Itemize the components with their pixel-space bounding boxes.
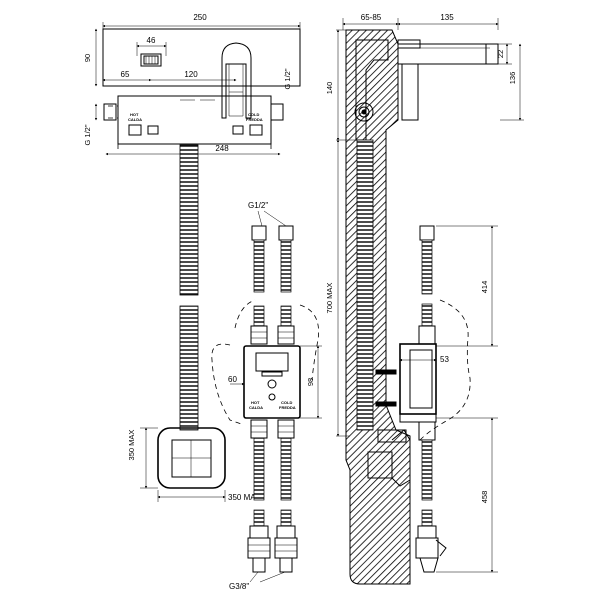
spout-front	[221, 42, 252, 119]
conduit-hose-lower	[179, 305, 199, 431]
valve-knob	[268, 393, 276, 401]
thread-label-top: G1/2"	[248, 201, 268, 210]
side-height-700-label: 700 MAX	[325, 283, 334, 314]
side-dist-414-label: 414	[480, 281, 489, 294]
side-height-140-label: 140	[325, 82, 334, 95]
side-mixing-valve	[367, 343, 437, 487]
control-knob	[140, 53, 162, 67]
side-conduit	[356, 139, 374, 431]
dim-label-46: 46	[147, 36, 156, 45]
niche-box: 350 MAX 350 MAX	[127, 427, 262, 502]
front-view: 250 90 46 65 120	[83, 13, 301, 431]
dim-label-90: 90	[83, 54, 92, 62]
valve-indicator	[267, 379, 277, 389]
valve-height-label: 98	[306, 378, 315, 386]
valve-hot-label-2: CALDA	[249, 405, 263, 410]
dim-label-65: 65	[121, 70, 130, 79]
side-valve-depth-label: 53	[440, 355, 449, 364]
side-niche-dashed	[419, 299, 471, 441]
side-valve-fitting	[354, 102, 374, 122]
body-hot-label-1: HOT	[130, 112, 139, 117]
lower-hoses	[247, 419, 298, 573]
valve-view: G1/2" HOT CALDA COLD FREDDA	[211, 201, 322, 591]
concealed-body: HOT CALDA COLD FREDDA	[103, 95, 284, 152]
dim-label-120: 120	[184, 70, 198, 79]
niche-height-label: 350 MAX	[127, 430, 136, 461]
valve-cold-label-2: FREDDA	[279, 405, 296, 410]
valve-cold-label-1: COLD	[281, 400, 292, 405]
niche-width-label: 350 MAX	[228, 493, 262, 502]
body-cold-label-1: COLD	[248, 112, 259, 117]
side-view: 65-85 135 22 136	[325, 13, 524, 585]
dimension-90: 90	[83, 28, 98, 87]
wall-plate	[102, 28, 301, 87]
dimension-65-120: 65 120	[102, 70, 237, 82]
dimension-g12-left: G 1/2"	[83, 103, 98, 146]
upper-hoses	[250, 225, 295, 345]
dim-label-250: 250	[193, 13, 207, 22]
side-wall-depth-label: 65-85	[361, 13, 382, 22]
side-spout-drop-label: 136	[508, 72, 517, 85]
valve-display	[255, 352, 289, 372]
side-spout-height-label: 22	[496, 50, 505, 58]
valve-hot-label-1: HOT	[251, 400, 260, 405]
valve-width-label: 60	[228, 375, 237, 384]
thread-label-right: G 1/2"	[283, 68, 292, 89]
side-hoses	[415, 225, 447, 573]
side-spout-length-label: 135	[440, 13, 454, 22]
conduit-hose-upper	[179, 144, 199, 296]
dim-label-248: 248	[215, 144, 229, 153]
dimension-46: 46	[136, 36, 167, 56]
thread-label-left: G 1/2"	[83, 124, 92, 145]
body-hot-label-2: CALDA	[128, 117, 142, 122]
dimension-250: 250	[102, 13, 301, 30]
body-cold-label-2: FREDDA	[246, 117, 263, 122]
side-dist-458-label: 458	[480, 491, 489, 504]
niche-outline-dashed	[211, 304, 319, 426]
valve-body	[243, 345, 301, 419]
thread-label-bottom: G3/8"	[229, 582, 249, 591]
side-spout	[397, 39, 499, 121]
